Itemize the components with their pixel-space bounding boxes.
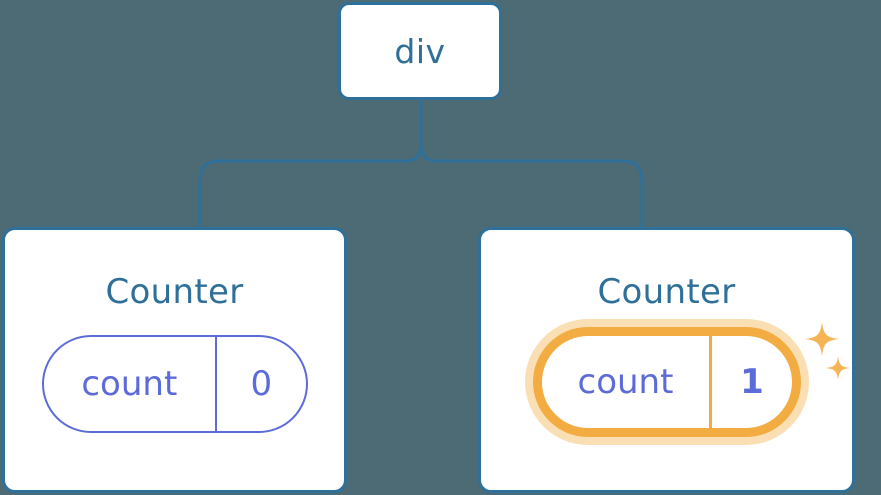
state-key-label: count: [542, 336, 713, 428]
component-card-counter-right[interactable]: Counter count 1: [478, 227, 855, 493]
state-value-label: 1: [740, 362, 764, 402]
state-pill-wrapper: count 0: [41, 335, 308, 433]
component-title: Counter: [105, 272, 244, 312]
state-value-label: 0: [250, 364, 273, 404]
root-node-div[interactable]: div: [338, 2, 502, 100]
state-pill[interactable]: count 1: [541, 336, 792, 428]
component-card-counter-left[interactable]: Counter count 0: [2, 227, 347, 493]
component-title: Counter: [597, 272, 736, 312]
state-key-label: count: [44, 337, 218, 431]
state-pill-wrapper-highlighted: count 1: [524, 319, 809, 445]
root-node-label: div: [394, 31, 446, 71]
state-pill[interactable]: count 0: [41, 335, 308, 433]
